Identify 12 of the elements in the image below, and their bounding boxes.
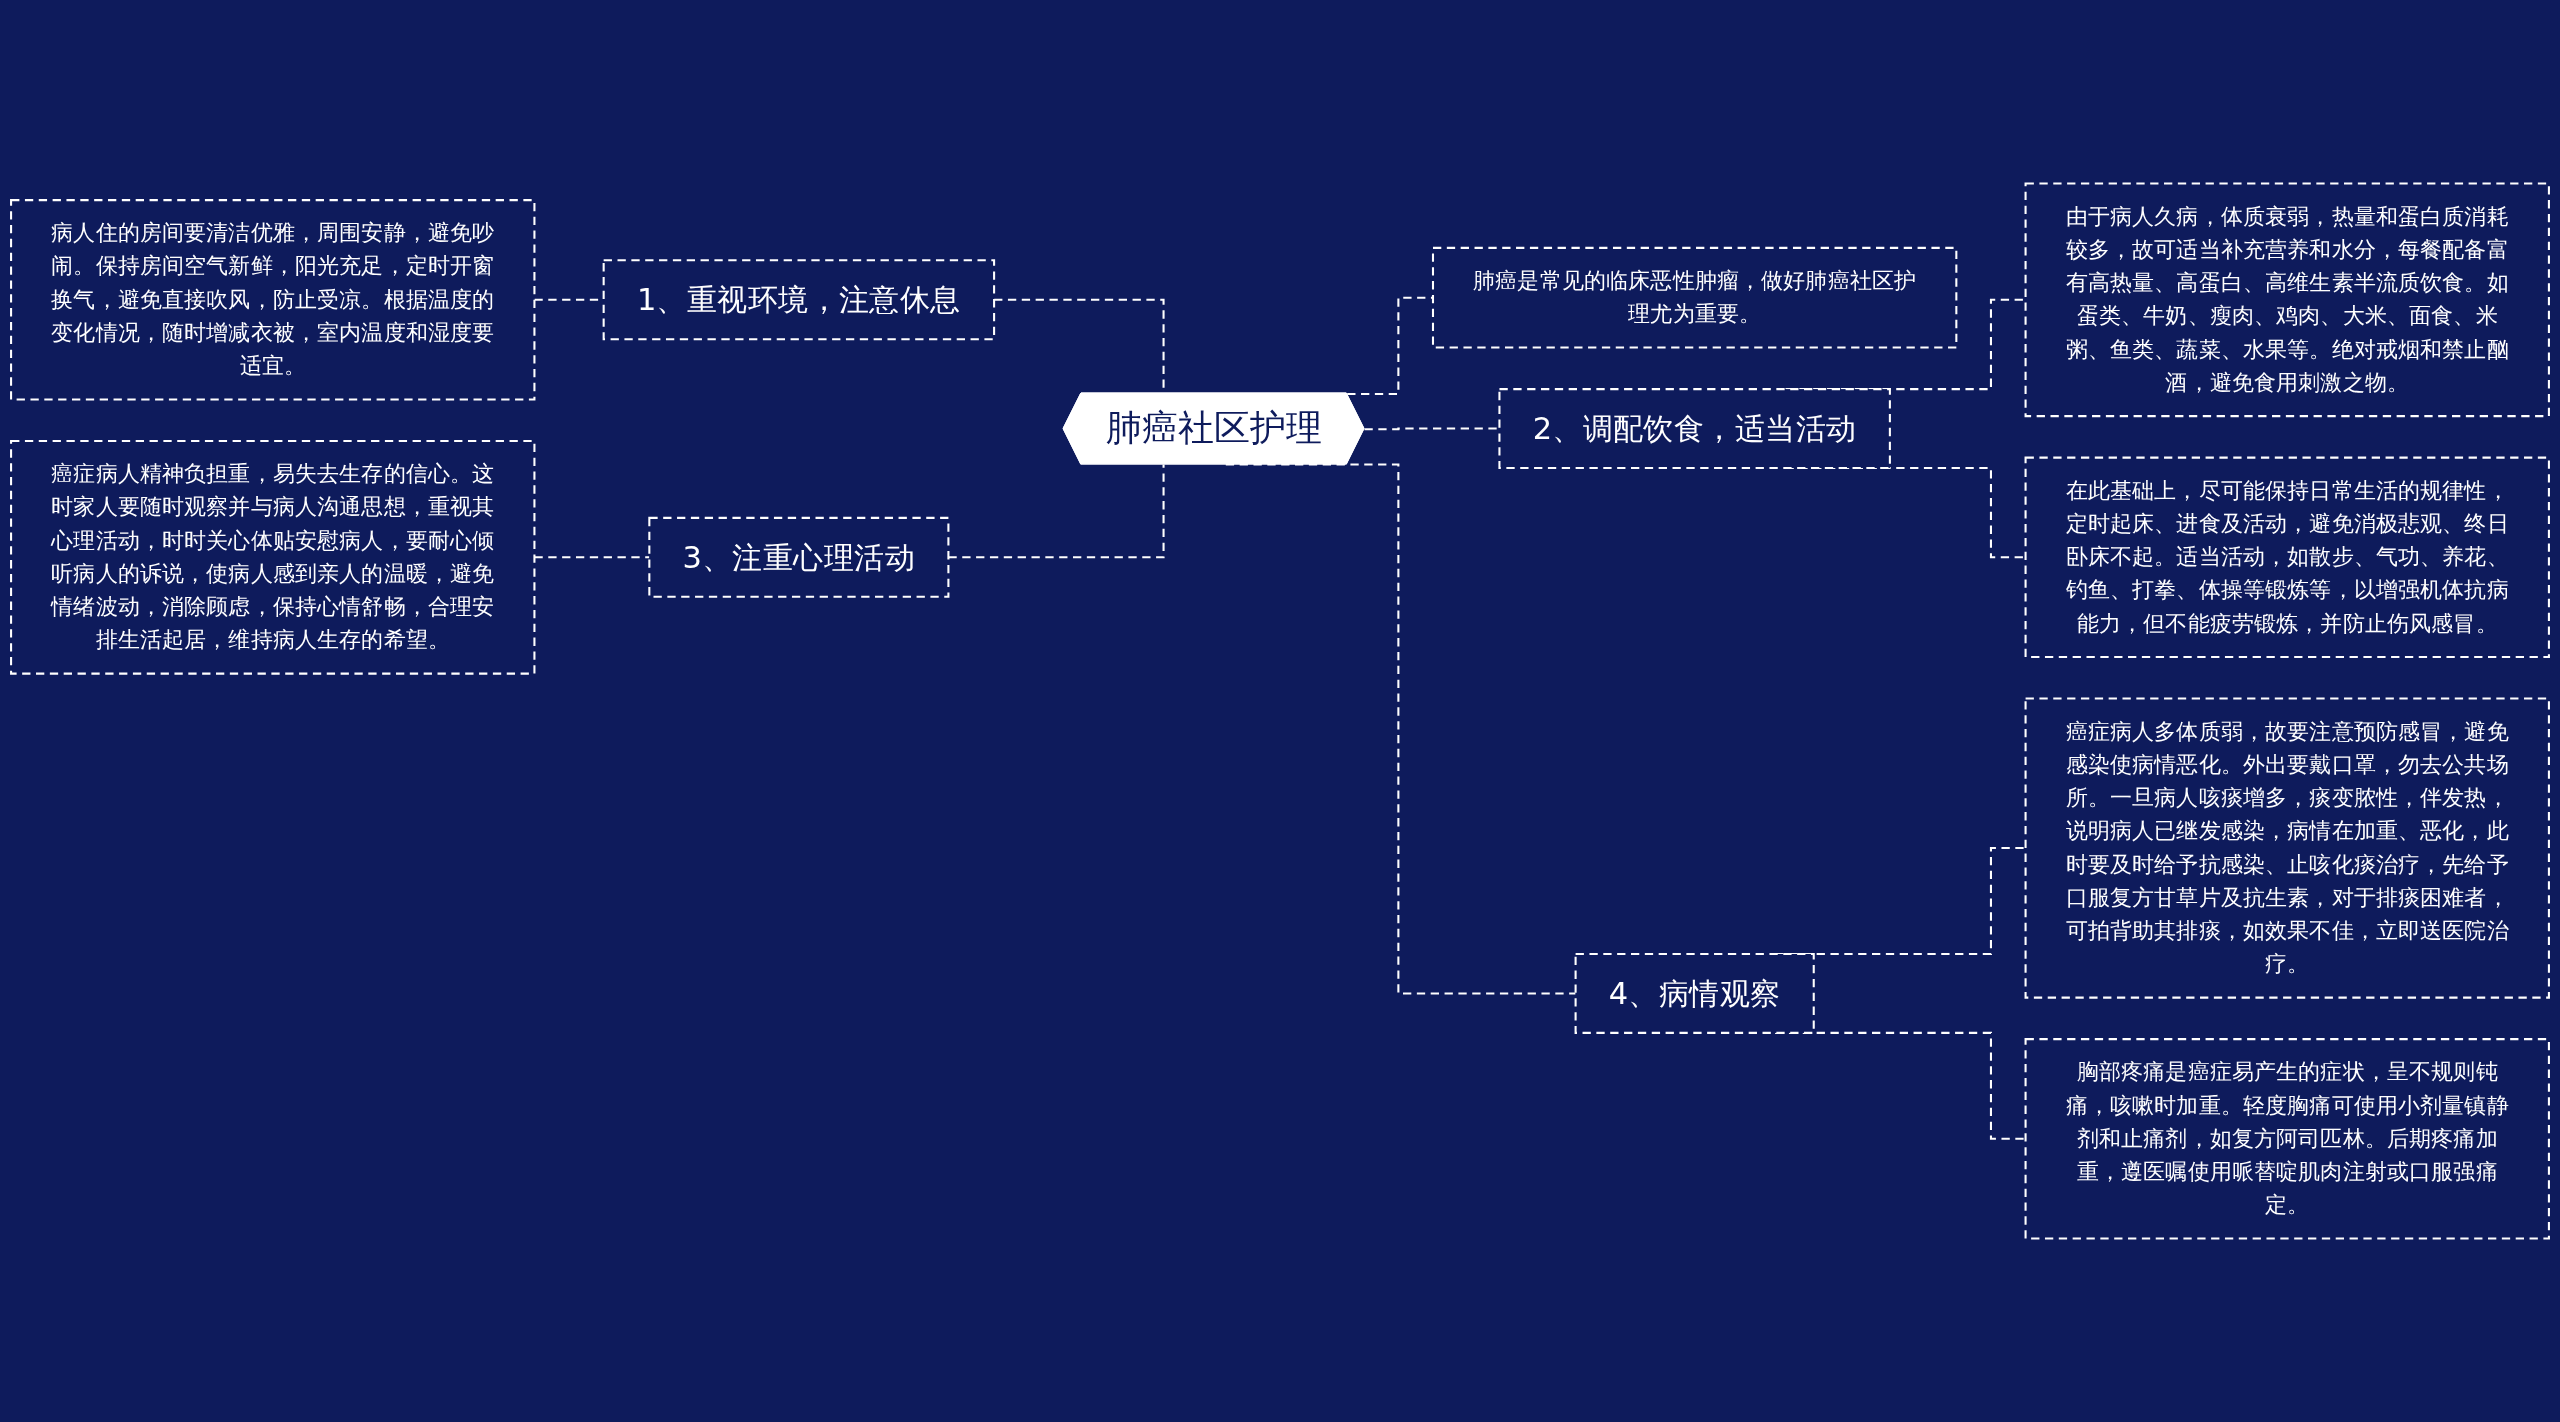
node-box: 2、调配饮食，适当活动 — [1498, 388, 1891, 470]
node-box: 癌症病人多体质弱，故要注意预防感冒，避免感染使病情恶化。外出要戴口罩，勿去公共场所。一旦病人咳痰增多，痰变脓性，伴发热，说明病人已继发感染，病情在加重、恶化，此时要及时给予抗感染、止咳化痰治疗，先给予口服复方甘草片及抗生素，对于排痰困难者，可拍背助其排痰，如效果不佳，立即送医院治疗。 — [2024, 697, 2550, 999]
node-box: 胸部疼痛是癌症易产生的症状，呈不规则钝痛，咳嗽时加重。轻度胸痛可使用小剂量镇静剂和止痛剂，如复方阿司匹林。后期疼痛加重，遵医嘱使用哌替啶肌肉注射或口服强痛定。 — [2024, 1038, 2550, 1240]
node-box: 4、病情观察 — [1574, 952, 1815, 1034]
connector — [948, 464, 1165, 559]
node-box: 在此基础上，尽可能保持日常生活的规律性，定时起床、进食及活动，避免消极悲观、终日卧床不起。适当活动，如散步、气功、养花、钓鱼、打拳、体操等锻炼等，以增强机体抗病能力，但不能疲劳锻炼，并防止伤风感冒。 — [2024, 456, 2550, 659]
node-box: 肺癌是常见的临床恶性肿瘤，做好肺癌社区护理尤为重要。 — [1431, 246, 1958, 349]
node-box: 病人住的房间要清洁优雅，周围安静，避免吵闹。保持房间空气新鲜，阳光充足，定时开窗换气，避免直接吹风，防止受凉。根据温度的变化情况，随时增减衣被，室内温度和湿度要适宜。 — [10, 199, 536, 401]
node-box: 由于病人久病，体质衰弱，热量和蛋白质消耗较多，故可适当补充营养和水分，每餐配备富有高热量、高蛋白、高维生素半流质饮食。如蛋类、牛奶、瘦肉、鸡肉、大米、面食、米粥、鱼类、蔬菜、水果等。绝对戒烟和禁止酗酒，避免食用刺激之物。 — [2024, 182, 2550, 418]
node-box: 3、注重心理活动 — [648, 516, 950, 598]
node-box: 癌症病人精神负担重，易失去生存的信心。这时家人要随时观察并与病人沟通思想，重视其心理活动，时时关心体贴安慰病人，要耐心倾听病人的诉说，使病人感到亲人的温暖，避免情绪波动，消除顾虑，保持心情舒畅，合理安排生活起居，维持病人生存的希望。 — [10, 439, 536, 675]
node-box: 1、重视环境，注意休息 — [602, 259, 996, 341]
